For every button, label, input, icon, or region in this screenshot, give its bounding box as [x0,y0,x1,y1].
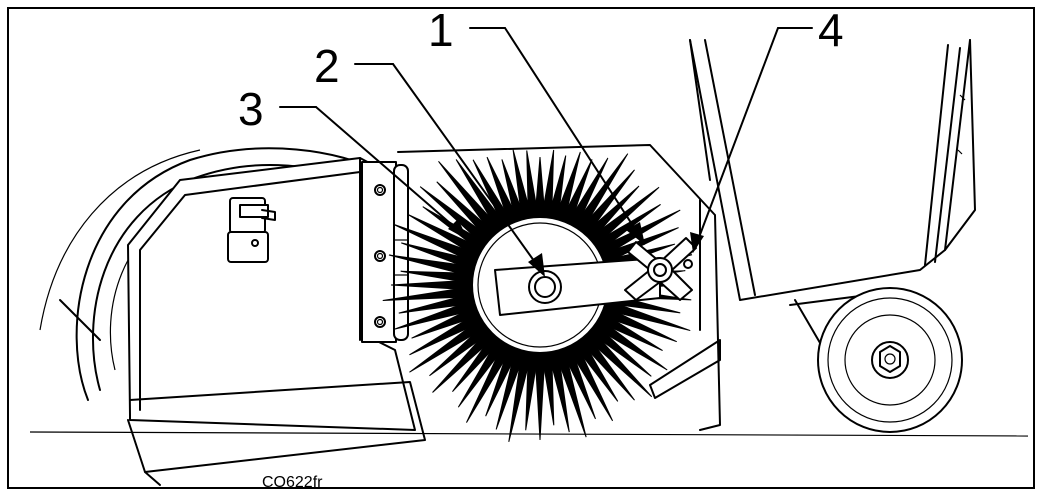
caster-wheel [789,287,963,433]
arrow-3 [448,219,468,240]
machine-body [689,39,976,301]
callout-leaders [279,27,813,277]
callout-3: 3 [238,83,264,135]
brush-housing [397,39,721,431]
brush-hub [471,216,661,354]
arrow-4 [690,232,704,253]
callout-2: 2 [314,40,340,92]
callout-4: 4 [818,4,844,56]
arrow-1 [626,222,645,245]
callout-1: 1 [428,4,454,56]
figure-reference-code: CO622fr [262,474,323,491]
door-hinge [361,161,409,343]
arrow-2 [528,253,545,277]
door-latch [227,197,276,263]
ground-line [29,431,1029,437]
